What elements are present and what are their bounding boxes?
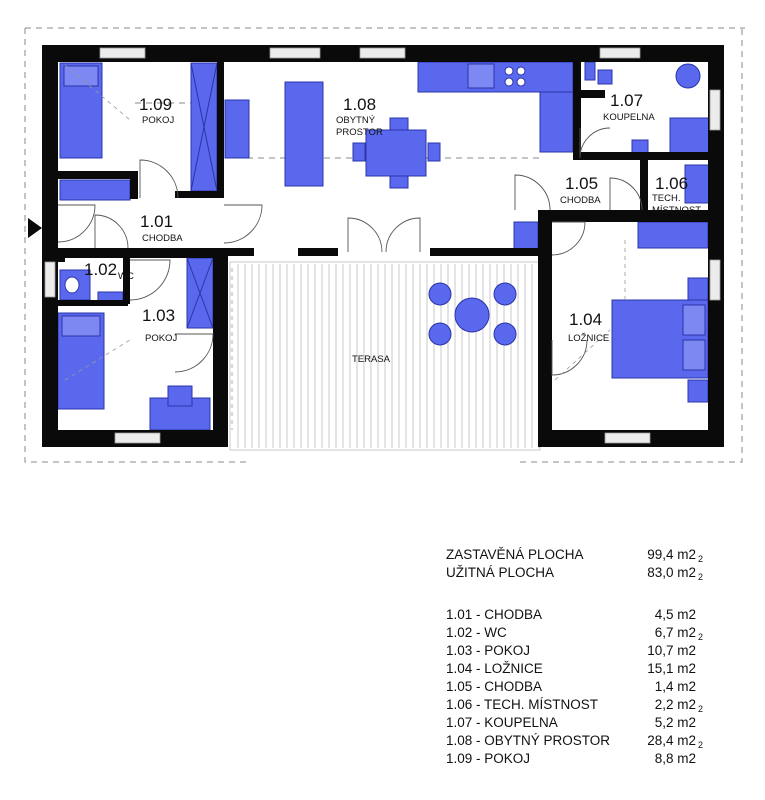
area-name: 1.09 - POKOJ	[446, 751, 531, 766]
summary-row: ZASTAVĚNÁ PLOCHA 99,4 m2 2	[446, 546, 706, 564]
area-subscript: 2	[697, 554, 703, 564]
room-name: WC	[118, 271, 134, 282]
area-value: 1,4 m2	[654, 679, 696, 694]
summary-row: UŽITNÁ PLOCHA 83,0 m2 2	[446, 564, 706, 582]
room-name: OBYTNÝ	[336, 115, 376, 126]
sofa	[284, 81, 324, 187]
room-number: 1.01	[140, 212, 173, 231]
area-name: 1.04 - LOŽNICE	[446, 661, 543, 676]
tv-unit	[224, 99, 250, 159]
area-value: 8,8 m2	[654, 751, 696, 766]
area-value: 10,7 m2	[647, 643, 696, 658]
room-number: 1.08	[343, 95, 376, 114]
room-area-row: 1.05 - CHODBA 1,4 m2	[446, 678, 706, 696]
room-number: 1.02	[84, 260, 117, 279]
area-value: 99,4 m2	[647, 547, 696, 562]
room-number: 1.05	[565, 174, 598, 193]
room-number: 1.03	[142, 306, 175, 325]
area-subscript: 2	[697, 632, 703, 642]
terrace-label: TERASA	[352, 354, 391, 365]
area-subscript: 2	[697, 704, 703, 714]
room-name: POKOJ	[145, 333, 177, 344]
area-name: 1.02 - WC	[446, 625, 507, 640]
area-name: 1.01 - CHODBA	[446, 607, 543, 622]
area-value: 83,0 m2	[647, 565, 696, 580]
room-name: PROSTOR	[336, 127, 383, 138]
room-number: 1.06	[655, 174, 688, 193]
area-table: ZASTAVĚNÁ PLOCHA 99,4 m2 2 UŽITNÁ PLOCHA…	[446, 546, 706, 768]
room-name: CHODBA	[142, 233, 183, 244]
area-value: 5,2 m2	[654, 715, 696, 730]
area-name: 1.03 - POKOJ	[446, 643, 531, 658]
room-name: CHODBA	[560, 195, 601, 206]
area-name: 1.05 - CHODBA	[446, 679, 543, 694]
room-name: MÍSTNOST	[652, 205, 701, 216]
room-name: LOŽNICE	[568, 333, 609, 344]
windows	[44, 47, 721, 444]
room-number: 1.07	[610, 91, 643, 110]
room-area-row: 1.07 - KOUPELNA 5,2 m2	[446, 714, 706, 732]
sink	[467, 63, 495, 89]
furniture	[57, 61, 711, 431]
room-number: 1.04	[569, 310, 602, 329]
dining-table	[365, 129, 427, 177]
entrance-arrow-icon	[28, 218, 42, 238]
room-area-row: 1.01 - CHODBA 4,5 m2	[446, 606, 706, 624]
area-name: UŽITNÁ PLOCHA	[446, 565, 555, 580]
area-value: 2,2 m2	[654, 697, 696, 712]
room-number: 1.09	[139, 95, 172, 114]
area-subscript: 2	[697, 740, 703, 750]
room-name: POKOJ	[142, 115, 174, 126]
area-value: 15,1 m2	[647, 661, 696, 676]
terrace-table	[454, 297, 490, 333]
area-name: 1.08 - OBYTNÝ PROSTOR	[446, 733, 611, 748]
floor-plan: 1.09 POKOJ 1.08 OBYTNÝ PROSTOR 1.07 KOUP…	[24, 27, 745, 463]
kitchen-counter	[417, 61, 574, 93]
room-name: KOUPELNA	[603, 112, 655, 123]
area-name: 1.07 - KOUPELNA	[446, 715, 558, 730]
area-value: 6,7 m2	[654, 625, 696, 640]
room-labels: 1.09 POKOJ 1.08 OBYTNÝ PROSTOR 1.07 KOUP…	[84, 91, 701, 365]
area-value: 28,4 m2	[647, 733, 696, 748]
terrace	[229, 261, 541, 451]
area-subscript: 2	[697, 572, 703, 582]
room-area-row: 1.04 - LOŽNICE 15,1 m2	[446, 660, 706, 678]
room-area-row: 1.03 - POKOJ 10,7 m2	[446, 642, 706, 660]
diagonal-guides	[64, 64, 626, 430]
area-value: 4,5 m2	[654, 607, 696, 622]
door-swings	[57, 127, 643, 376]
area-name: 1.06 - TECH. MÍSTNOST	[446, 697, 599, 712]
area-name: ZASTAVĚNÁ PLOCHA	[446, 547, 584, 562]
room-area-row: 1.09 - POKOJ 8,8 m2	[446, 750, 706, 768]
room-name: TECH.	[652, 193, 681, 204]
